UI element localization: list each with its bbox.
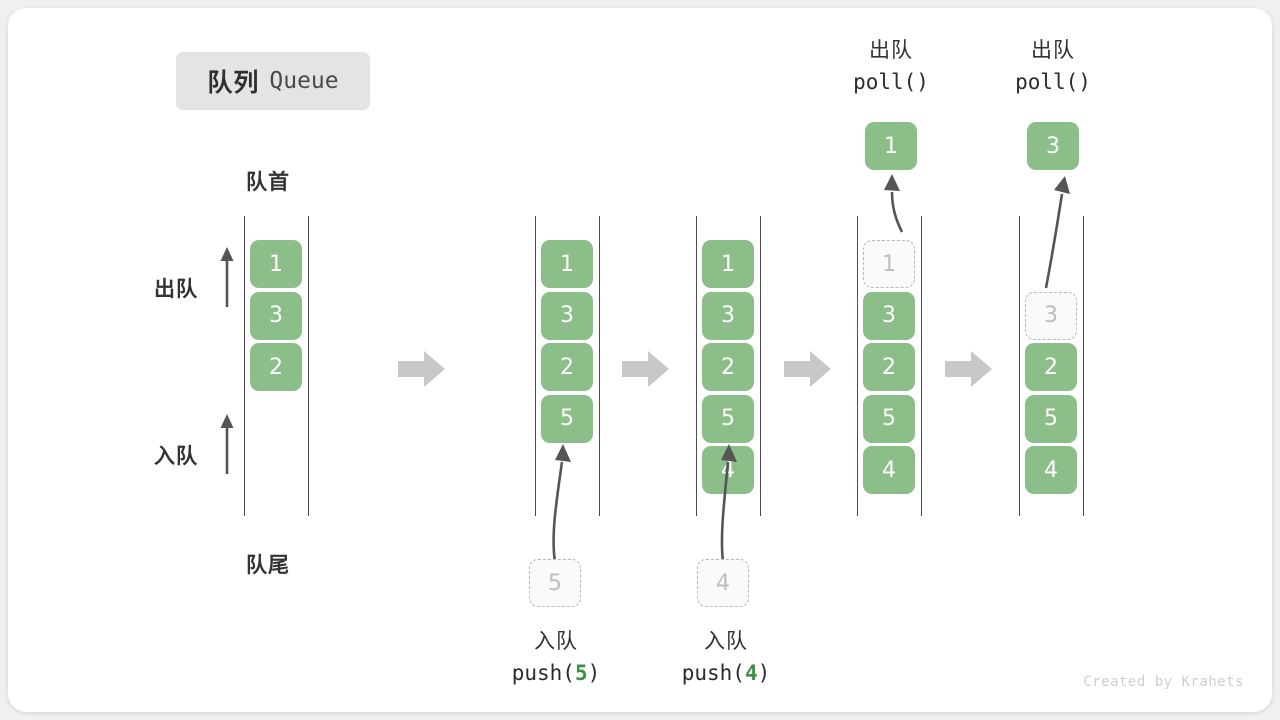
- poll-2-result-box: 3: [1027, 122, 1079, 170]
- enqueue-direction-arrow-icon: [216, 412, 238, 474]
- push-5-label-line1: 入队: [534, 630, 578, 653]
- push-5-ghost-box: 5: [529, 559, 581, 607]
- poll-2-arrow-icon: [1018, 172, 1090, 295]
- flow-arrow-icon-4: [945, 349, 993, 389]
- rail-right: [308, 216, 309, 516]
- queue-element-box: 5: [541, 394, 593, 443]
- rail-left: [244, 216, 245, 516]
- queue-element-box: 3: [250, 291, 302, 340]
- queue-front-label: 队首: [246, 171, 290, 194]
- push-4-label-line1: 入队: [704, 630, 748, 653]
- push-5-label-line2: push(5): [476, 657, 636, 689]
- rail-right: [760, 216, 761, 516]
- dequeue-direction-arrow-icon: [216, 245, 238, 307]
- diagram-title-badge: 队列 Queue: [176, 52, 370, 110]
- flow-arrow-icon-1: [398, 349, 446, 389]
- rail-left: [1019, 216, 1020, 516]
- queue-element-box: 3: [541, 291, 593, 340]
- push-5-arg: 5: [574, 661, 588, 685]
- push-4-fn: push(: [681, 661, 745, 685]
- poll-2-result-value: 3: [1027, 122, 1079, 170]
- queue-element-box: 1: [702, 240, 754, 288]
- queue-element-box: 2: [702, 343, 754, 391]
- queue-element-box: 2: [250, 343, 302, 391]
- poll-1-result-box: 1: [865, 122, 917, 170]
- queue-ghost-box: 1: [863, 240, 915, 288]
- push-5-fn: push(: [511, 661, 575, 685]
- queue-element-box: 2: [1025, 343, 1077, 391]
- queue-ghost-box: 3: [1025, 291, 1077, 340]
- rail-left: [857, 216, 858, 516]
- push-4-arrow-icon: [696, 440, 756, 570]
- queue-element-box: 3: [702, 291, 754, 340]
- title-english: Queue: [269, 68, 339, 94]
- poll-1-arrow-icon: [856, 172, 916, 239]
- queue-element-box: 3: [863, 291, 915, 340]
- poll-1-label: 出队 poll(): [816, 36, 966, 98]
- queue-element-box: 2: [541, 343, 593, 391]
- poll-2-label-line2: poll(): [1015, 70, 1091, 94]
- watermark-text: Created by Krahets: [1083, 674, 1244, 690]
- push-5-arrow-icon: [528, 440, 588, 570]
- dequeue-direction-label: 出队: [154, 278, 198, 301]
- rail-right: [1083, 216, 1084, 516]
- queue-element-box: 5: [702, 394, 754, 443]
- poll-1-label-line1: 出队: [869, 39, 913, 62]
- push-4-ghost-box: 4: [697, 559, 749, 607]
- push-4-label: 入队 push(4): [646, 627, 806, 689]
- poll-1-label-line2: poll(): [853, 70, 929, 94]
- push-5-ghost-value: 5: [529, 559, 581, 607]
- flow-arrow-icon-3: [784, 349, 832, 389]
- push-5-close: ): [587, 661, 601, 685]
- queue-rear-label: 队尾: [246, 554, 290, 577]
- push-4-arg: 4: [744, 661, 758, 685]
- queue-element-box: 5: [863, 394, 915, 443]
- queue-element-box: 1: [541, 240, 593, 288]
- queue-element-box: 5: [1025, 394, 1077, 443]
- rail-right: [599, 216, 600, 516]
- queue-element-box: 2: [863, 343, 915, 391]
- queue-element-box: 1: [250, 240, 302, 288]
- push-4-ghost-value: 4: [697, 559, 749, 607]
- push-4-label-line2: push(4): [646, 657, 806, 689]
- rail-right: [921, 216, 922, 516]
- queue-element-box: 4: [863, 446, 915, 494]
- flow-arrow-icon-2: [622, 349, 670, 389]
- enqueue-direction-label: 入队: [154, 445, 198, 468]
- queue-element-box: 4: [1025, 446, 1077, 494]
- title-chinese: 队列: [207, 69, 260, 97]
- rail-left: [696, 216, 697, 516]
- rail-left: [535, 216, 536, 516]
- poll-1-result-value: 1: [865, 122, 917, 170]
- poll-2-label: 出队 poll(): [978, 36, 1128, 98]
- push-4-close: ): [757, 661, 771, 685]
- push-5-label: 入队 push(5): [476, 627, 636, 689]
- poll-2-label-line1: 出队: [1031, 39, 1075, 62]
